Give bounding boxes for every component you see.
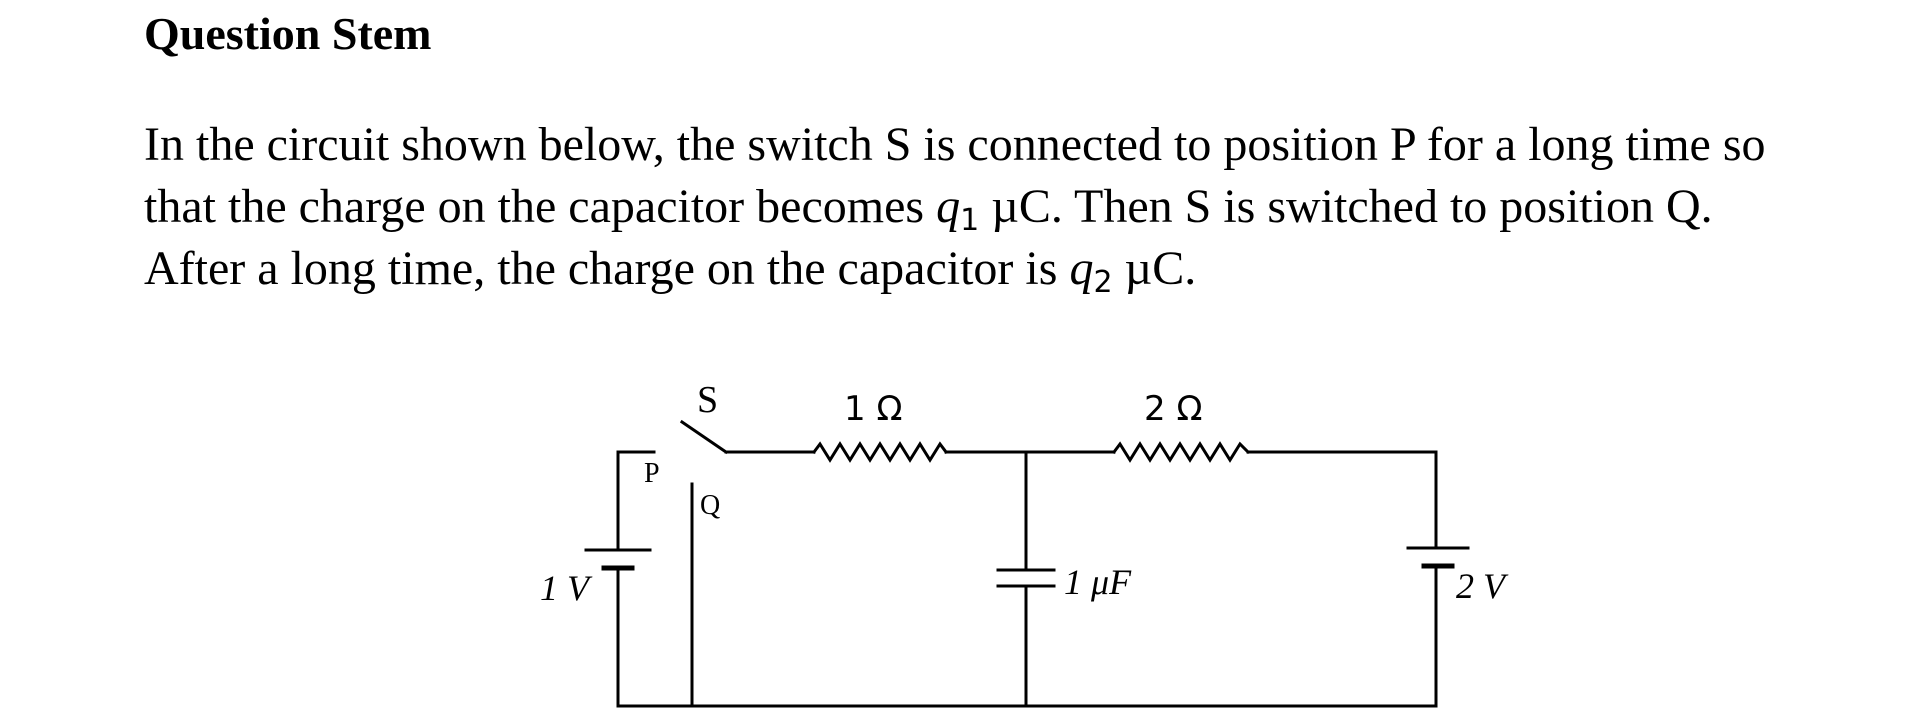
section-heading: Question Stem bbox=[144, 8, 432, 59]
q2-subscript: 2 bbox=[1093, 265, 1113, 300]
resistor-2-label: 2 Ω bbox=[1144, 389, 1202, 429]
resistor-1-ohm bbox=[811, 441, 949, 463]
battery-1-label: 1 V bbox=[540, 568, 593, 608]
switch-s bbox=[679, 419, 729, 455]
switch-label: S bbox=[697, 379, 718, 421]
question-line-1: In the circuit shown below, the switch S… bbox=[144, 118, 1766, 171]
position-p-label: P bbox=[644, 458, 660, 489]
switch-blade bbox=[679, 419, 729, 455]
question-line-3-end: µC. bbox=[1112, 242, 1197, 295]
question-line-2-end: µC. Then S is switched to position Q. bbox=[979, 180, 1713, 233]
q1-symbol: q bbox=[936, 180, 961, 233]
battery-2v bbox=[1406, 450, 1470, 708]
q2-symbol: q bbox=[1069, 242, 1094, 295]
question-line-2-start: that the charge on the capacitor becomes bbox=[144, 180, 937, 233]
resistor-1-label: 1 Ω bbox=[844, 389, 902, 429]
question-line-2: that the charge on the capacitor becomes… bbox=[144, 176, 1922, 238]
top-wire bbox=[724, 441, 1438, 463]
capacitor-label: 1 μF bbox=[1064, 562, 1132, 602]
position-q-label: Q bbox=[700, 490, 720, 521]
q1-subscript: 1 bbox=[960, 203, 980, 238]
battery-2-label: 2 V bbox=[1456, 566, 1509, 606]
resistor-2-ohm bbox=[1111, 441, 1251, 463]
battery-1v bbox=[584, 450, 656, 708]
question-stem: In the circuit shown below, the switch S… bbox=[144, 114, 1922, 300]
question-line-3-start: After a long time, the charge on the cap… bbox=[144, 242, 1070, 295]
question-line-3: After a long time, the charge on the cap… bbox=[144, 238, 1922, 300]
capacitor-1uf bbox=[996, 450, 1056, 708]
